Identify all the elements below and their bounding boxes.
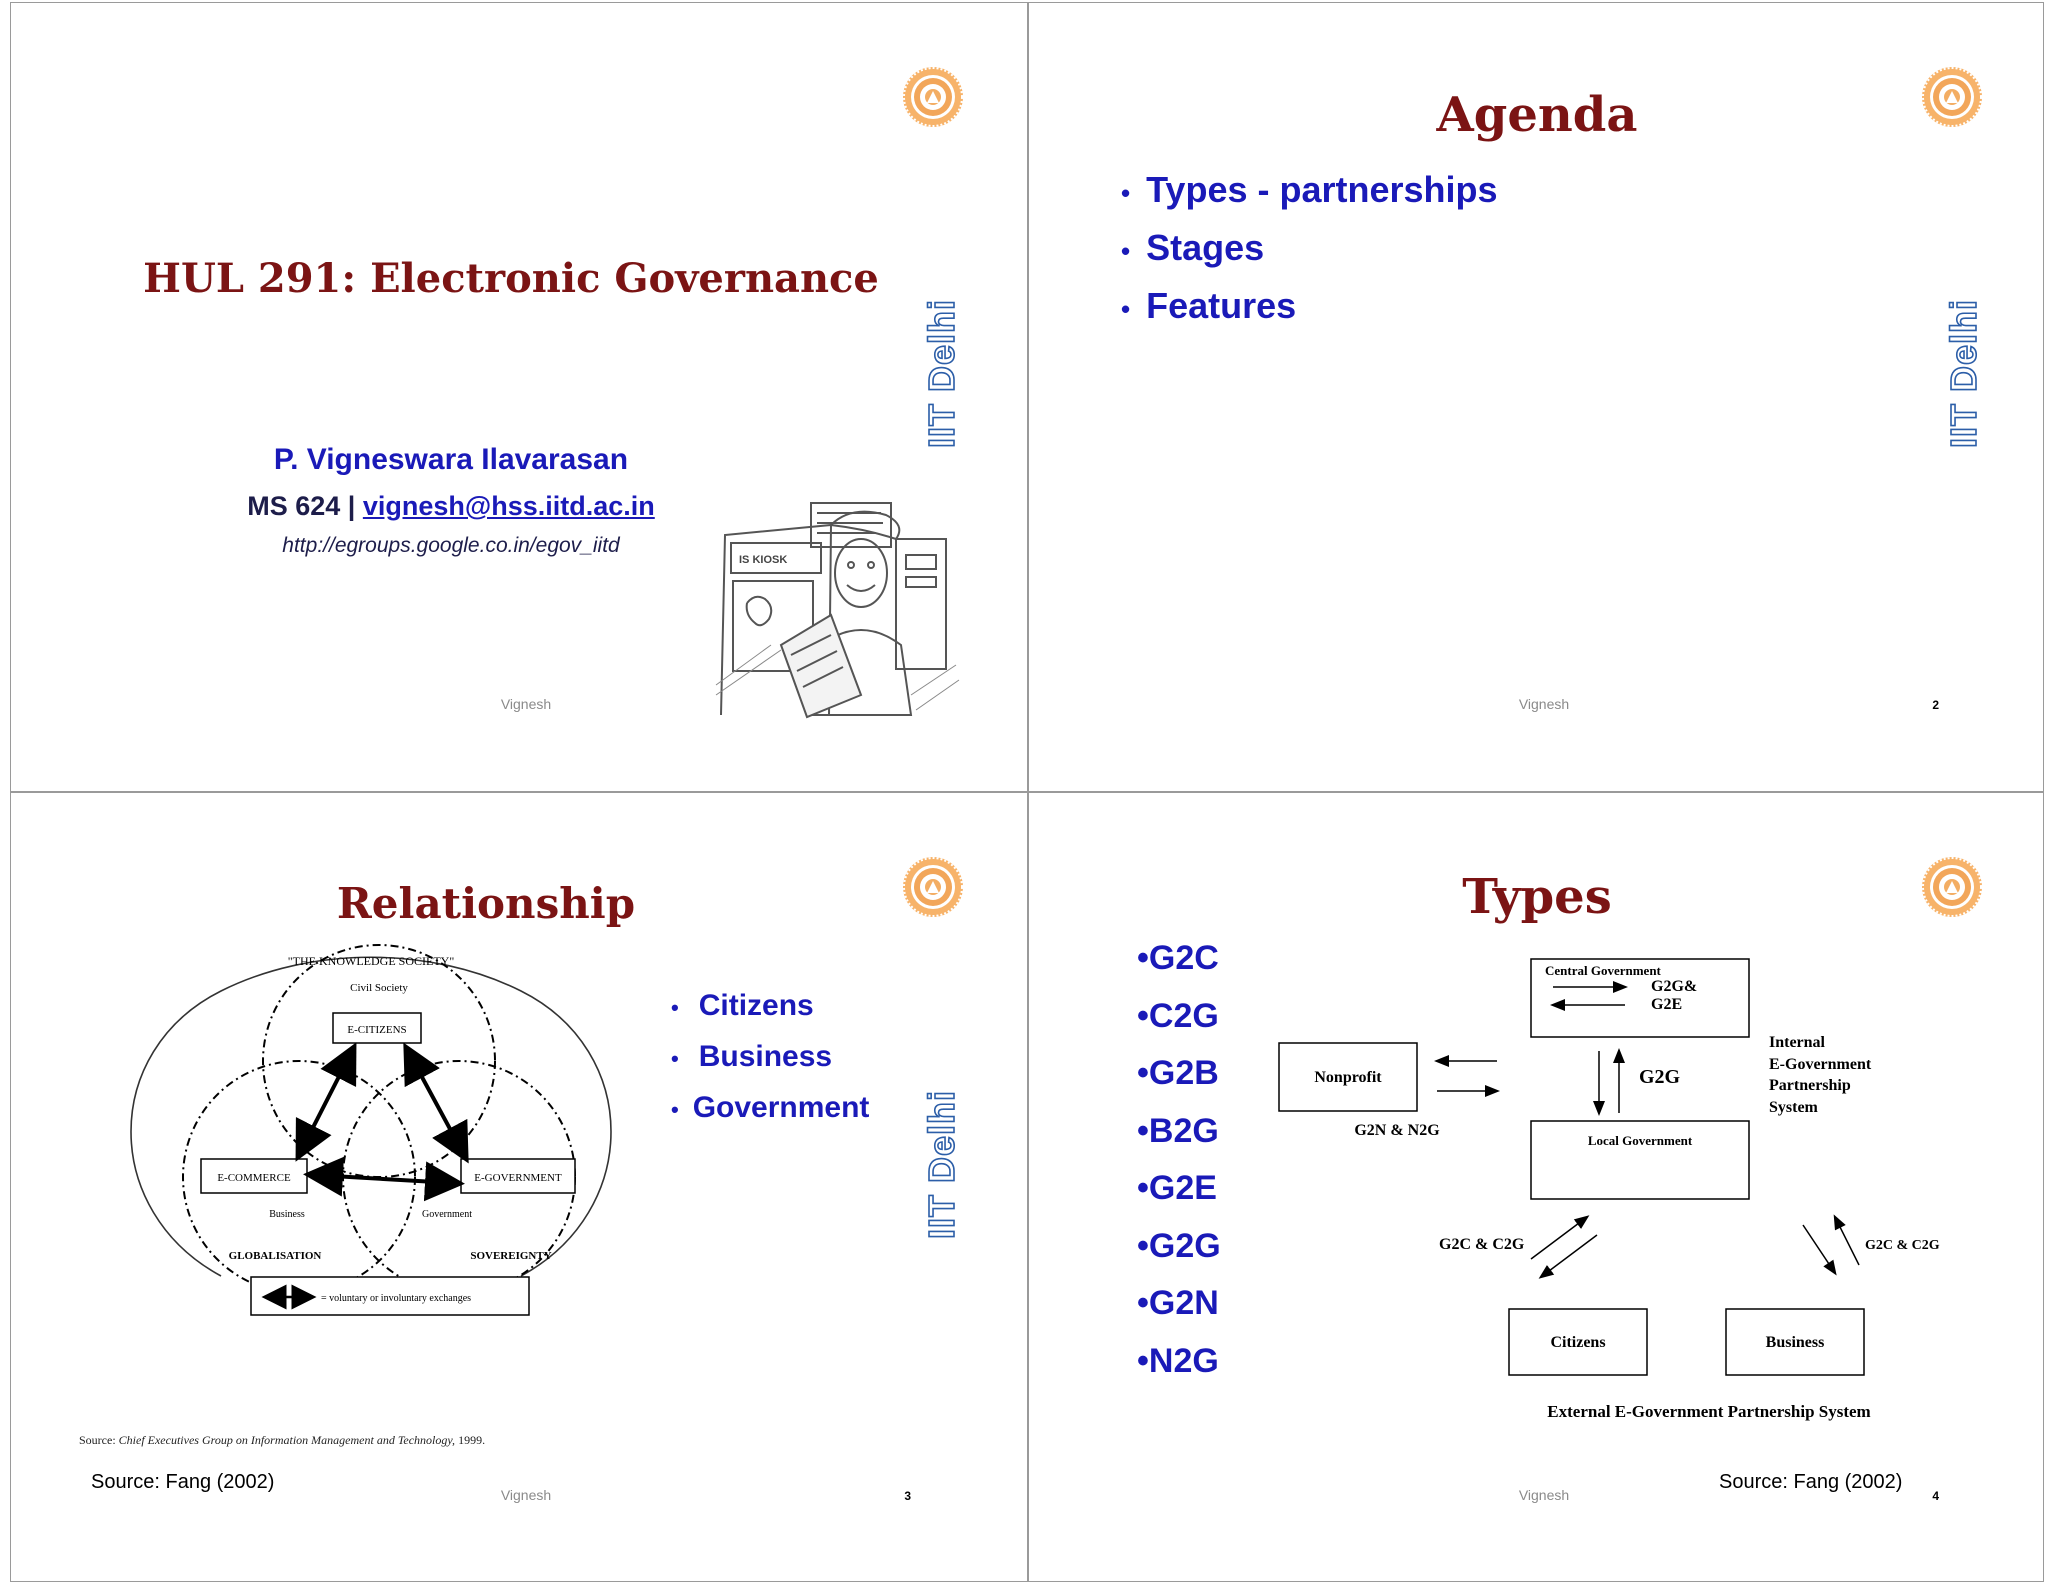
slide-footer: Vignesh — [1518, 1487, 1570, 1503]
nonprofit-label: Nonprofit — [1314, 1069, 1382, 1086]
sovereignty-label: SOVEREIGNTY — [470, 1250, 551, 1262]
knowledge-society-diagram: "THE KNOWLEDGE SOCIETY" Civil Society E-… — [130, 944, 612, 1316]
iitd-logo-icon — [1922, 857, 1982, 917]
partnership-system-diagram: Central Government G2G& G2E Nonprofit G2… — [1278, 958, 1940, 1421]
types-item: •N2G — [1137, 1341, 1219, 1380]
globalisation-label: GLOBALISATION — [229, 1250, 322, 1262]
slide-source: Source: Fang (2002) — [91, 1471, 275, 1493]
e-commerce-label: E-COMMERCE — [217, 1172, 291, 1184]
iitd-logo-icon — [903, 67, 963, 127]
agenda-title: Agenda — [1436, 87, 1638, 143]
slide-source: Source: Fang (2002) — [1719, 1471, 1903, 1493]
types-item: •G2N — [1137, 1284, 1219, 1322]
agenda-item: •Types - partnerships — [1121, 169, 1498, 210]
agenda-list: •Types - partnerships •Stages •Features — [1121, 169, 1498, 343]
email-link[interactable]: vignesh@hss.iitd.ac.in — [362, 491, 655, 521]
contact-line: MS 624 | vignesh@hss.iitd.ac.in — [11, 491, 891, 522]
types-list: •G2C •C2G •G2B •B2G •G2E •G2G •G2N •N2G — [1137, 939, 1221, 1399]
g2n-n2g-label: G2N & N2G — [1354, 1122, 1440, 1139]
types-item: •G2C — [1137, 939, 1219, 977]
iit-delhi-side-label: IIT Delhi — [1942, 298, 1985, 449]
e-government-label: E-GOVERNMENT — [474, 1172, 562, 1184]
internal-system-label: Partnership — [1769, 1077, 1851, 1094]
slide-footer: Vignesh — [500, 696, 552, 712]
types-item: •G2B — [1137, 1054, 1219, 1092]
presentation-title: HUL 291: Electronic Governance — [143, 255, 879, 302]
page-number: 3 — [904, 1489, 911, 1503]
agenda-item: •Features — [1121, 285, 1297, 326]
central-government-label: Central Government — [1545, 963, 1662, 978]
slide-1: HUL 291: Electronic Governance IIT Delhi… — [10, 2, 1028, 792]
internal-system-label: E-Government — [1769, 1056, 1872, 1073]
internal-system-label: System — [1769, 1099, 1819, 1116]
slide-3: Relationship "THE KNOWLEDGE SOCIETY" Civ… — [10, 792, 1028, 1582]
types-item: •C2G — [1137, 996, 1219, 1035]
office-number: MS 624 | — [247, 491, 356, 521]
government-label: Government — [422, 1209, 472, 1220]
relationship-title: Relationship — [336, 879, 636, 928]
relationship-list: •Citizens •Business •Government — [671, 989, 869, 1142]
kiosk-illustration: IS KIOSK — [715, 502, 960, 719]
g2g-g2e-label-2: G2E — [1651, 996, 1682, 1013]
external-system-label: External E-Government Partnership System — [1547, 1402, 1870, 1421]
g2c-c2g-left-label: G2C & C2G — [1439, 1236, 1525, 1253]
legend-label: = voluntary or involuntary exchanges — [321, 1293, 471, 1304]
relationship-item: •Business — [671, 1040, 833, 1073]
g2g-label: G2G — [1639, 1066, 1681, 1088]
internal-system-label: Internal — [1769, 1034, 1826, 1051]
iit-delhi-side-label: IIT Delhi — [920, 298, 963, 449]
slide-footer: Vignesh — [1518, 696, 1570, 712]
knowledge-society-label: "THE KNOWLEDGE SOCIETY" — [288, 954, 455, 968]
types-item: •B2G — [1137, 1111, 1219, 1150]
e-citizens-label: E-CITIZENS — [347, 1024, 406, 1036]
g2g-g2e-label: G2G& — [1651, 978, 1697, 995]
group-url-link[interactable]: http://egroups.google.co.in/egov_iitd — [282, 534, 620, 557]
g2c-c2g-right-label: G2C & C2G — [1865, 1238, 1940, 1253]
types-title: Types — [1462, 869, 1612, 925]
types-item: •G2G — [1137, 1226, 1221, 1265]
civil-society-label: Civil Society — [350, 982, 408, 994]
local-government-label: Local Government — [1588, 1133, 1693, 1148]
iitd-logo-icon — [1922, 67, 1982, 127]
iit-delhi-side-label: IIT Delhi — [920, 1089, 963, 1240]
business-label: Business — [269, 1209, 305, 1220]
page-number: 2 — [1932, 698, 1939, 712]
diagram-source: Source: Chief Executives Group on Inform… — [79, 1433, 486, 1447]
iitd-logo-icon — [903, 857, 963, 917]
relationship-item: •Government — [671, 1091, 870, 1124]
kiosk-sign-text: IS KIOSK — [739, 554, 787, 566]
author-name: P. Vigneswara Ilavarasan — [273, 443, 629, 476]
page-number: 4 — [1932, 1489, 1939, 1503]
relationship-item: •Citizens — [671, 989, 814, 1022]
types-item: •G2E — [1137, 1169, 1217, 1207]
slide-4: Types •G2C •C2G •G2B •B2G •G2E •G2G •G2N… — [1028, 792, 2044, 1582]
agenda-item: •Stages — [1121, 227, 1265, 268]
citizens-label: Citizens — [1550, 1334, 1605, 1351]
slide-footer: Vignesh — [500, 1487, 552, 1503]
business-label: Business — [1766, 1334, 1825, 1351]
slide-2: Agenda •Types - partnerships •Stages •Fe… — [1028, 2, 2044, 792]
